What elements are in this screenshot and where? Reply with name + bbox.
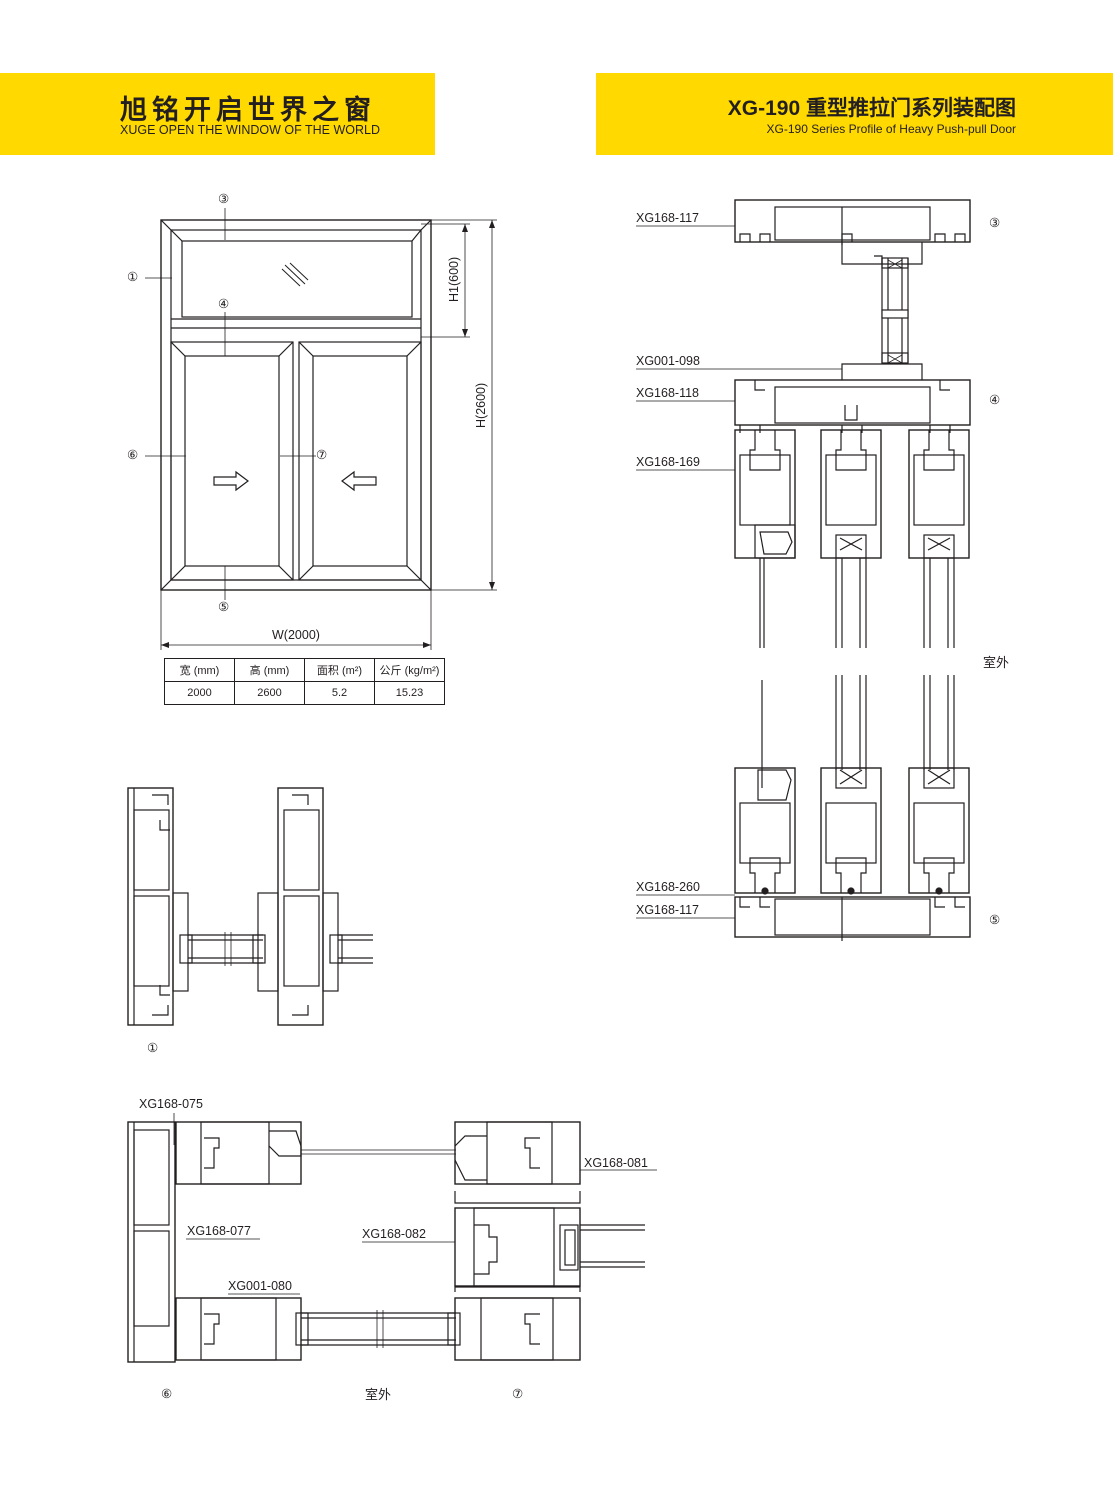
code-sash: XG168-169 bbox=[636, 455, 700, 469]
header-band-right bbox=[596, 73, 1113, 155]
dim-h1: H1(600) bbox=[447, 256, 461, 302]
code-bottom-sash: XG168-260 bbox=[636, 880, 700, 894]
spec-header-row: 宽 (mm) 高 (mm) 面积 (m²) 公斤 (kg/m²) bbox=[164, 658, 445, 682]
dim-w: W(2000) bbox=[272, 628, 320, 642]
vertical-section-lower bbox=[636, 675, 971, 941]
code-bottom-frame: XG168-117 bbox=[636, 903, 700, 917]
callout-1: ① bbox=[127, 270, 139, 284]
section-label-6: ⑥ bbox=[161, 1387, 173, 1401]
section-label-5: ⑤ bbox=[989, 913, 1001, 927]
code-side-a: XG168-075 bbox=[139, 1097, 203, 1111]
brand-subtitle: XUGE OPEN THE WINDOW OF THE WORLD bbox=[120, 123, 380, 137]
spec-header-width: 宽 (mm) bbox=[164, 658, 235, 682]
spec-value-area: 5.2 bbox=[304, 681, 375, 705]
code-top-frame: XG168-117 bbox=[636, 211, 700, 225]
series-subtitle: XG-190 Series Profile of Heavy Push-pull… bbox=[766, 122, 1016, 136]
code-transom: XG168-118 bbox=[636, 386, 700, 400]
brand-title: 旭铭开启世界之窗 bbox=[120, 95, 376, 125]
spec-header-area: 面积 (m²) bbox=[304, 658, 375, 682]
section-label-1: ① bbox=[147, 1041, 159, 1055]
horizontal-section-1 bbox=[127, 787, 373, 1026]
outdoor-label: 室外 bbox=[983, 655, 1010, 670]
spec-value-weight: 15.23 bbox=[374, 681, 445, 705]
spec-value-row: 2000 2600 5.2 15.23 bbox=[164, 681, 445, 705]
code-glazing-bead: XG001-080 bbox=[228, 1279, 292, 1293]
code-interlock-b: XG168-082 bbox=[362, 1227, 426, 1241]
section-label-4: ④ bbox=[989, 393, 1001, 407]
spec-header-height: 高 (mm) bbox=[234, 658, 305, 682]
callout-3: ③ bbox=[218, 192, 230, 206]
horizontal-section-6-7 bbox=[127, 1113, 657, 1363]
series-title: XG-190 重型推拉门系列装配图 bbox=[727, 97, 1016, 120]
door-elevation bbox=[145, 208, 497, 650]
section-label-3: ③ bbox=[989, 216, 1001, 230]
callout-7: ⑦ bbox=[316, 448, 328, 462]
vertical-section-upper bbox=[636, 199, 971, 648]
code-interlock-a: XG168-081 bbox=[584, 1156, 648, 1170]
callout-4: ④ bbox=[218, 297, 230, 311]
spec-header-weight: 公斤 (kg/m²) bbox=[374, 658, 445, 682]
section-label-7: ⑦ bbox=[512, 1387, 524, 1401]
code-transom-glazing: XG001-098 bbox=[636, 354, 700, 368]
header-band-left bbox=[0, 73, 435, 155]
spec-table: 宽 (mm) 高 (mm) 面积 (m²) 公斤 (kg/m²) 2000 26… bbox=[164, 658, 445, 705]
callout-5: ⑤ bbox=[218, 600, 230, 614]
callout-6: ⑥ bbox=[127, 448, 139, 462]
outdoor-label-bottom: 室外 bbox=[365, 1387, 392, 1402]
code-side-b: XG168-077 bbox=[187, 1224, 251, 1238]
spec-value-height: 2600 bbox=[234, 681, 305, 705]
dim-h: H(2600) bbox=[474, 382, 488, 428]
spec-value-width: 2000 bbox=[164, 681, 235, 705]
